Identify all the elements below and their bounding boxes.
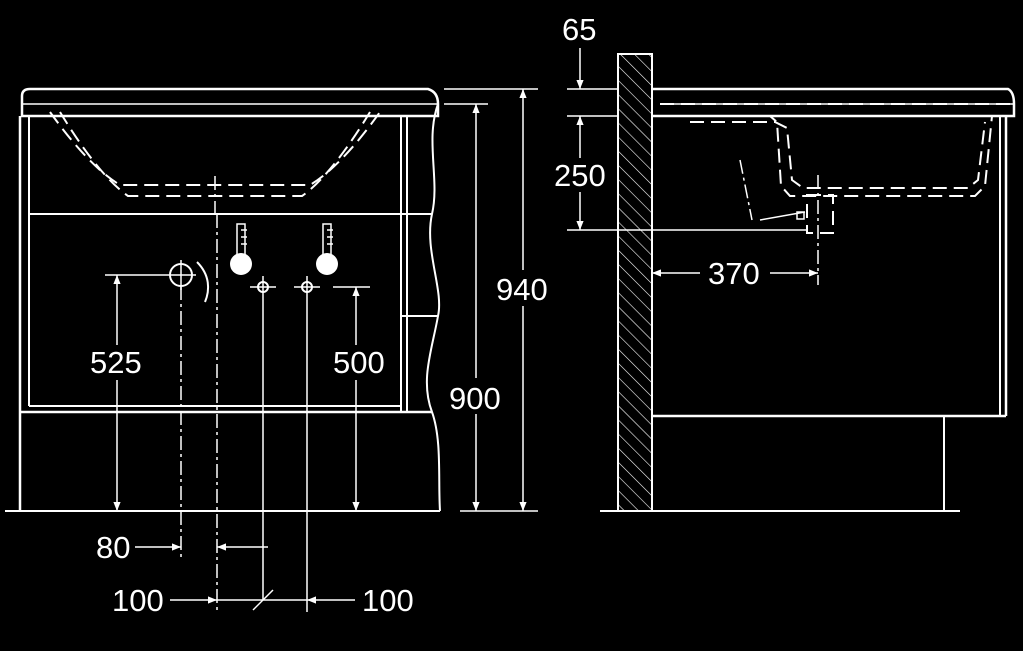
front-view: 525 500 80 100 100 — [5, 87, 548, 618]
dimension-label-250: 250 — [554, 158, 606, 193]
dimension-65-250: 65 250 — [554, 12, 808, 231]
dimension-370: 370 — [652, 256, 818, 291]
basin-hidden-outline — [49, 111, 381, 186]
drain-outlet-symbol — [166, 260, 210, 560]
hot-water-thermometer-icon — [230, 223, 252, 275]
dimension-label-65: 65 — [562, 12, 596, 47]
side-basin-hidden-outline — [680, 115, 993, 197]
break-line — [425, 103, 441, 512]
cold-tap-connection — [294, 276, 320, 612]
dimension-label-100-left: 100 — [112, 583, 164, 618]
dimension-100-100: 100 100 — [112, 583, 414, 618]
side-view: 370 65 250 — [554, 12, 1016, 512]
dimension-500: 500 — [333, 286, 385, 511]
side-countertop — [652, 87, 1016, 118]
dimension-80: 80 — [96, 530, 268, 565]
hot-tap-connection — [250, 276, 276, 600]
dimension-label-80: 80 — [96, 530, 130, 565]
dimension-label-370: 370 — [708, 256, 760, 291]
dimension-label-940: 940 — [496, 272, 548, 307]
dimension-940: 940 — [444, 88, 548, 512]
dimension-label-900: 900 — [449, 381, 501, 416]
countertop — [20, 87, 440, 118]
side-drain-trap — [759, 175, 834, 285]
dimension-900: 900 — [444, 103, 501, 512]
cold-water-thermometer-icon — [316, 223, 338, 275]
dimension-label-500: 500 — [333, 345, 385, 380]
dimension-525: 525 — [90, 274, 166, 511]
dimension-label-525: 525 — [90, 345, 142, 380]
dimension-label-100-right: 100 — [362, 583, 414, 618]
wall-hatched — [617, 53, 653, 512]
